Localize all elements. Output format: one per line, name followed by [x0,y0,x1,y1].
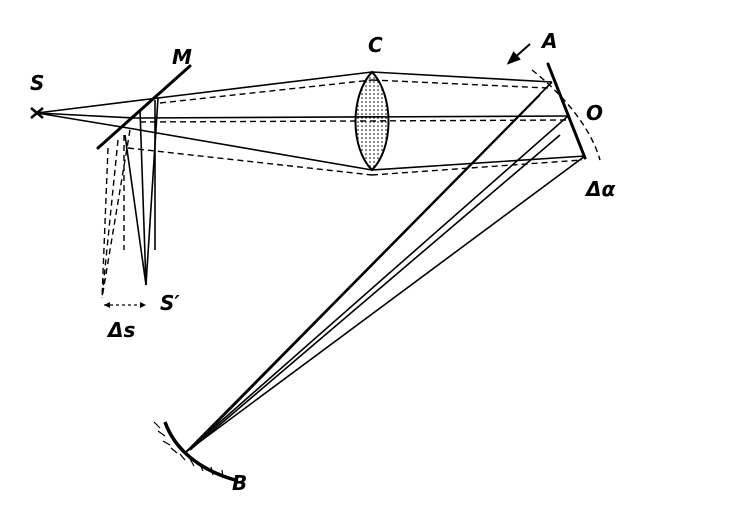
concave-mirror-b [153,421,236,482]
label-rotating-mirror-center: O [586,101,603,125]
label-rotation-angle: Δα [584,177,615,201]
rotated-mirror-position [531,69,601,161]
label-image-shift: Δs [106,318,135,342]
image-rays [101,97,159,299]
rotation-arrow [506,43,531,65]
label-image: S′ [160,291,180,315]
label-concave-mirror: B [232,471,247,495]
label-half-mirror: M [172,45,192,69]
label-lens: C [368,33,383,57]
return-rays [127,79,583,176]
label-rotating-mirror-edge: A [540,29,557,53]
label-source: S [30,71,44,95]
incident-rays [36,71,586,171]
long-rays [185,81,586,453]
half-mirror-m [96,64,192,150]
image-shift-marker [104,302,146,308]
rotating-mirror [546,62,587,160]
